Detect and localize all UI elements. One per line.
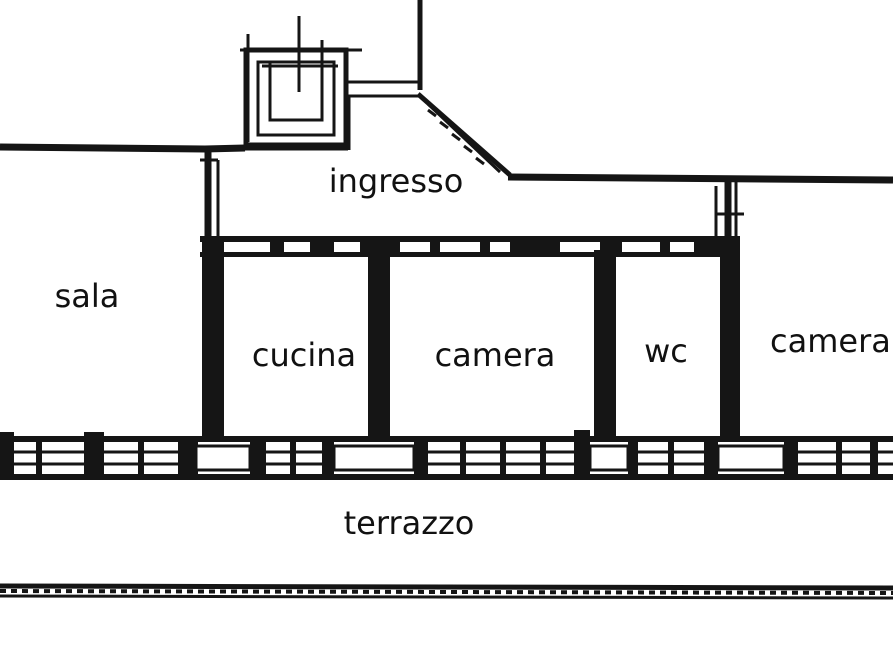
- label-wc: wc: [644, 332, 688, 370]
- ingresso-south-wall: [200, 236, 740, 257]
- terrace-railing: [0, 583, 893, 600]
- window-openings: [194, 444, 786, 472]
- east-partition: [714, 178, 744, 242]
- label-terrazzo: terrazzo: [344, 504, 475, 542]
- stair-ticks: [427, 108, 485, 166]
- label-sala: sala: [55, 277, 120, 315]
- label-cucina: cucina: [252, 336, 356, 374]
- stair-block: [201, 16, 362, 151]
- partition-walls: [202, 236, 740, 440]
- pipe: [348, 0, 423, 98]
- south-wall-ticks: [0, 430, 878, 480]
- label-camera-right: camera: [770, 322, 891, 360]
- label-camera: camera: [435, 336, 556, 374]
- label-ingresso: ingresso: [329, 162, 464, 200]
- ingresso-walls: [200, 92, 893, 240]
- south-wall: [0, 430, 893, 480]
